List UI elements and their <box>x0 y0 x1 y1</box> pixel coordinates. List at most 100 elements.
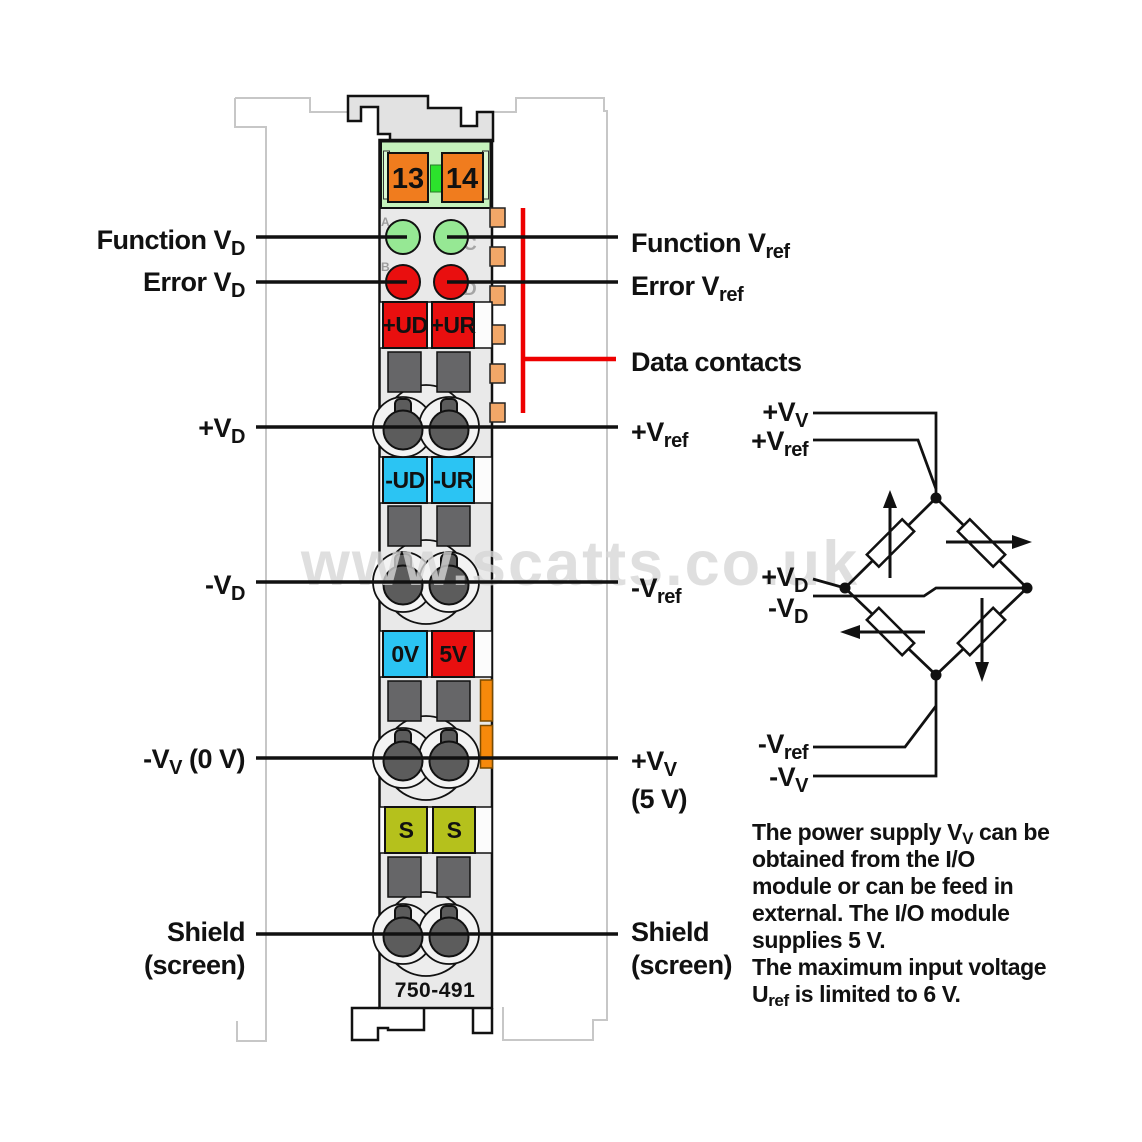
power-terminal-14 <box>441 152 484 203</box>
data-contact-3 <box>489 285 506 306</box>
label-box-5v <box>431 630 475 678</box>
label-5v-text: 5V <box>439 641 467 667</box>
screw-terminal-pair-1 <box>372 396 480 458</box>
data-contact-1 <box>489 207 506 228</box>
label-minus-ur-text: -UR <box>433 467 473 493</box>
label-minus-ud-text: -UD <box>385 467 424 493</box>
bridge-label-plus-vref: +Vref <box>751 426 809 461</box>
gauge-arrow-right <box>946 535 1032 549</box>
label-plus-vd: +VD <box>198 413 245 448</box>
label-box-s1 <box>384 806 428 854</box>
note-line-3: module or can be feed in <box>752 873 1013 899</box>
screw-head <box>382 409 424 451</box>
left-neighbour-side-outline <box>234 98 267 1007</box>
note-line-7: Uref is limited to 6 V. <box>752 981 961 1010</box>
label-data-contacts: Data contacts <box>631 347 802 377</box>
wire-port-1a <box>387 351 422 393</box>
led-a-letter: A <box>381 215 390 229</box>
wire-minus-vref <box>813 705 938 749</box>
label-error-vd: Error VD <box>143 267 245 302</box>
label-plus-vv: +VV <box>631 746 678 781</box>
note-line-4: external. The I/O module <box>752 900 1010 926</box>
bridge-label-minus-vv: -VV <box>769 762 809 797</box>
wheatstone-bridge-circuit: +VV +Vref +VD -VD -Vref -VV <box>751 397 1033 797</box>
bridge-node-top <box>930 492 942 504</box>
module-part-number: 750-491 <box>395 979 476 1002</box>
wire-minus-vv <box>813 675 938 778</box>
wire-port-2a <box>387 505 422 547</box>
wire-port-1b <box>436 351 471 393</box>
io-module: 13 14 A B C D +UD <box>346 94 506 1042</box>
label-minus-vref: -Vref <box>631 573 682 608</box>
wire-plus-vref <box>813 438 938 490</box>
right-neighbour-top-outline <box>493 97 608 1007</box>
bridge-label-plus-vd: +VD <box>761 562 808 597</box>
neighbour-module-outlines <box>234 97 608 1042</box>
left-neighbour-foot-outline <box>236 1007 267 1042</box>
gauge-arrow-left <box>840 625 925 639</box>
label-plus-vref: +Vref <box>631 417 689 452</box>
wire-port-3b <box>436 680 471 722</box>
data-contact-6 <box>489 402 506 423</box>
label-s1-text: S <box>399 817 414 843</box>
module-bottom-foot-left <box>350 1006 426 1042</box>
note-line-6: The maximum input voltage <box>752 954 1046 980</box>
label-shield-right-1: Shield <box>631 917 709 947</box>
note-line-5: supplies 5 V. <box>752 927 885 953</box>
label-function-vd: Function VD <box>97 225 245 260</box>
power-terminal-13 <box>387 152 429 203</box>
bus-center-contact <box>430 164 442 193</box>
screw-head <box>428 409 470 451</box>
right-labels: Function Vref Error Vref Data contacts +… <box>631 228 802 980</box>
label-minus-vd: -VD <box>205 570 245 605</box>
screw-terminal-pair-3 <box>372 727 480 789</box>
label-minus-vv: -VV (0 V) <box>143 744 245 779</box>
label-plus-ur-text: +UR <box>430 312 476 338</box>
screw-head <box>428 564 470 606</box>
leader-lines <box>256 235 618 936</box>
label-shield-right-2: (screen) <box>631 950 732 980</box>
label-box-plus-ur <box>431 301 475 349</box>
wire-port-4b <box>436 856 471 898</box>
power-jumper-contact-top <box>479 679 494 722</box>
terminal-14-number: 14 <box>446 163 478 195</box>
label-plus-vv-voltage: (5 V) <box>631 784 687 814</box>
power-supply-note: The power supply VV can be obtained from… <box>752 819 1050 1010</box>
bridge-label-minus-vd: -VD <box>768 593 808 628</box>
bridge-label-plus-vv: +VV <box>762 397 809 432</box>
label-box-s2 <box>432 806 476 854</box>
power-jumper-contact-bottom <box>479 724 494 769</box>
label-shield-left-1: Shield <box>167 917 245 947</box>
screw-head <box>382 916 424 958</box>
wire-port-4a <box>387 856 422 898</box>
label-0v-text: 0V <box>391 641 419 667</box>
data-contacts <box>489 207 506 423</box>
label-s2-text: S <box>447 817 462 843</box>
bridge-node-right <box>1021 582 1033 594</box>
wire-plus-vd <box>812 577 846 590</box>
data-contact-5 <box>489 363 506 384</box>
screw-head <box>382 564 424 606</box>
left-neighbour-top-outline <box>235 97 351 113</box>
screw-head <box>428 916 470 958</box>
label-plus-ud-text: +UD <box>382 312 427 338</box>
label-box-minus-ur <box>431 456 475 504</box>
wire-entry-ports <box>387 351 471 898</box>
label-box-plus-ud <box>382 301 428 349</box>
gauge-arrow-down <box>975 598 989 682</box>
bridge-node-bottom <box>930 669 942 681</box>
label-error-vref: Error Vref <box>631 271 744 306</box>
label-shield-left-2: (screen) <box>144 950 245 980</box>
module-bottom-foot-right <box>471 1008 494 1035</box>
label-function-vref: Function Vref <box>631 228 790 263</box>
note-line-1: The power supply VV can be <box>752 819 1049 848</box>
screw-head <box>428 740 470 782</box>
watermark-text: www.scatts.co.uk <box>300 529 859 599</box>
screw-head <box>382 740 424 782</box>
wire-port-3a <box>387 680 422 722</box>
label-box-0v <box>382 630 428 678</box>
note-line-2: obtained from the I/O <box>752 846 975 872</box>
